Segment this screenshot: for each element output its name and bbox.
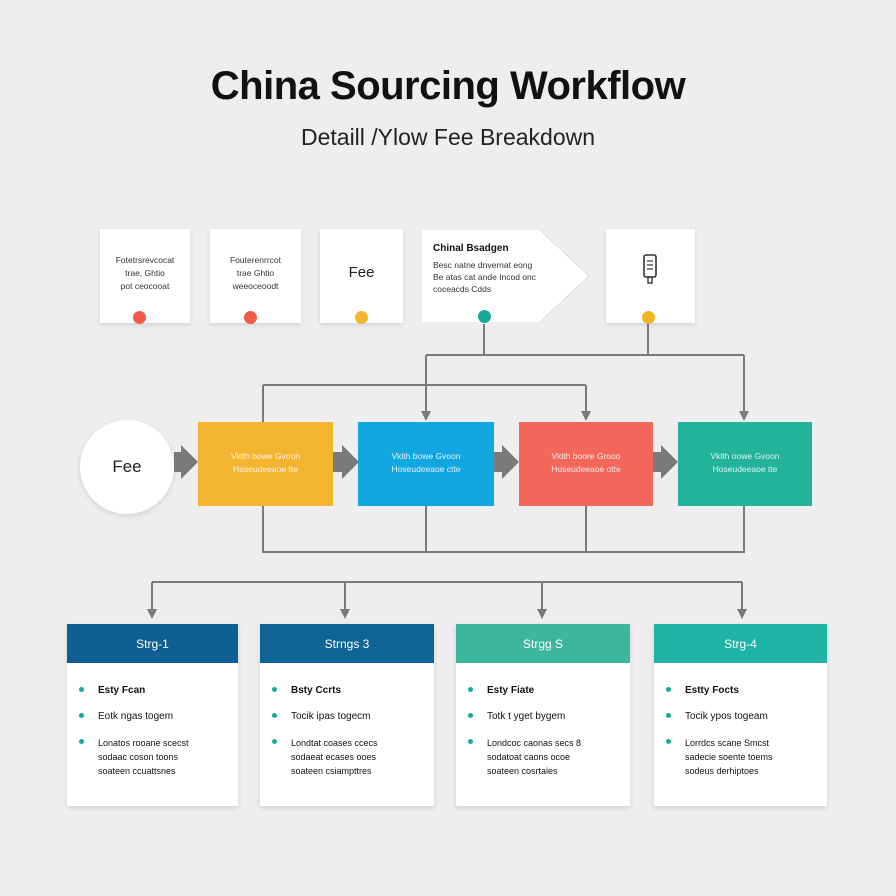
top-card-3-label: Fee	[348, 264, 375, 281]
process-box-4-line-2: Hoseudeeaoe tte	[712, 464, 778, 474]
top-card-3-dot	[355, 311, 368, 324]
process-box-2-line-2: Hoseudeeaoe ctte	[391, 464, 461, 474]
stage-card-4: Strg-4 Estty Focts Tocik ypos togeam Lor…	[654, 624, 827, 806]
top-card-1-line-1: Fotetrsrevcocat	[115, 255, 175, 265]
stage-card-1-item-1: Esty Fcan	[79, 684, 145, 698]
top-card-2-line-3: weeoceoodt	[232, 281, 279, 291]
top-card-1-line-3: pot ceocooat	[120, 281, 170, 291]
top-card-4-dot	[478, 310, 491, 323]
top-card-4-line-2: Be atas cat ande Incod onc	[433, 272, 537, 282]
process-box-4-text: Vklth oowe Gvoon Hoseudeeaoe tte	[678, 450, 812, 476]
top-card-4-line-3: coceacds Cdds	[433, 284, 492, 294]
top-card-2-text: Fouterenrrcot trae Ghtio weeoceoodt	[210, 254, 301, 293]
stage-card-3-item-2: Totk t yget bygem	[468, 710, 565, 724]
top-card-4-text: Besc natne dnvernat eong Be atas cat and…	[433, 259, 536, 295]
top-card-3: Fee	[320, 229, 403, 323]
page-title: China Sourcing Workflow	[210, 64, 686, 108]
start-circle-label: Fee	[112, 457, 142, 476]
stage-card-3-item-1: Esty Fiate	[468, 684, 534, 698]
top-card-2-dot	[244, 311, 257, 324]
stage-card-1-item-3: Lonatos rooane scecst sodaac coson toons…	[79, 736, 189, 778]
stage-card-4-header: Strg-4	[654, 624, 827, 663]
process-box-1-line-1: Vklth bowe Gvoon	[231, 451, 300, 461]
process-box-3: Vklth boore Grooo Hoseudeeaoe otte	[519, 422, 653, 506]
top-card-4-line-1: Besc natne dnvernat eong	[433, 260, 533, 270]
top-card-5-dot	[642, 311, 655, 324]
process-box-4-line-1: Vklth oowe Gvoon	[710, 451, 780, 461]
top-card-2-line-1: Fouterenrrcot	[229, 255, 282, 265]
process-box-2-line-1: Vklth bowe Gvoon	[391, 451, 461, 461]
pentagon-shape	[421, 229, 590, 323]
process-box-1-text: Vklth bowe Gvoon Hoseudeeaoe tte	[198, 450, 333, 476]
top-card-1-line-2: trae, Ghtio	[125, 268, 165, 278]
stage-card-2-item-2: Tocik ipas togecm	[272, 710, 370, 724]
top-card-1-text: Fotetrsrevcocat trae, Ghtio pot ceocooat	[100, 254, 190, 293]
stage-card-2-header: Strngs 3	[260, 624, 434, 663]
stage-card-2: Strngs 3 Bsty Ccrts Tocik ipas togecm Lo…	[260, 624, 434, 806]
process-box-2: Vklth bowe Gvoon Hoseudeeaoe ctte	[358, 422, 494, 506]
stage-card-3-header: Strgg S	[456, 624, 630, 663]
stage-card-2-item-3: Londtat coases ccecs sodaeat ecases ooes…	[272, 736, 378, 778]
process-box-1-line-2: Hoseudeeaoe tte	[233, 464, 298, 474]
stage-card-1: Strg-1 Esty Fcan Eotk ngas togem Lonatos…	[67, 624, 238, 806]
stage-card-1-header: Strg-1	[67, 624, 238, 663]
process-box-4: Vklth oowe Gvoon Hoseudeeaoe tte	[678, 422, 812, 506]
stage-card-4-item-1: Estty Focts	[666, 684, 739, 698]
stage-card-3: Strgg S Esty Fiate Totk t yget bygem Lon…	[456, 624, 630, 806]
start-circle: Fee	[80, 420, 174, 514]
process-box-1: Vklth bowe Gvoon Hoseudeeaoe tte	[198, 422, 333, 506]
process-box-3-line-2: Hoseudeeaoe otte	[551, 464, 621, 474]
top-card-5	[606, 229, 695, 323]
top-card-2: Fouterenrrcot trae Ghtio weeoceoodt	[210, 229, 301, 323]
stage-card-3-item-3: Londcoc caonas secs 8 sodatoat caons oco…	[468, 736, 581, 778]
top-card-4-title: Chinal Bsadgen	[433, 243, 509, 254]
process-box-2-text: Vklth bowe Gvoon Hoseudeeaoe ctte	[358, 450, 494, 476]
stage-card-2-item-1: Bsty Ccrts	[272, 684, 341, 698]
process-box-3-line-1: Vklth boore Grooo	[551, 451, 621, 461]
phone-icon	[643, 254, 657, 284]
top-card-1: Fotetrsrevcocat trae, Ghtio pot ceocooat	[100, 229, 190, 323]
top-card-4: Chinal Bsadgen Besc natne dnvernat eong …	[421, 229, 591, 323]
process-box-3-text: Vklth boore Grooo Hoseudeeaoe otte	[519, 450, 653, 476]
page-subtitle: Detaill /Ylow Fee Breakdown	[300, 124, 596, 150]
stage-card-4-item-2: Tocik ypos togeam	[666, 710, 768, 724]
top-card-1-dot	[133, 311, 146, 324]
stage-card-1-item-2: Eotk ngas togem	[79, 710, 173, 724]
stage-card-4-item-3: Lorrdcs scane Smcst sadecie soente toems…	[666, 736, 773, 778]
top-card-2-line-2: trae Ghtio	[236, 268, 275, 278]
